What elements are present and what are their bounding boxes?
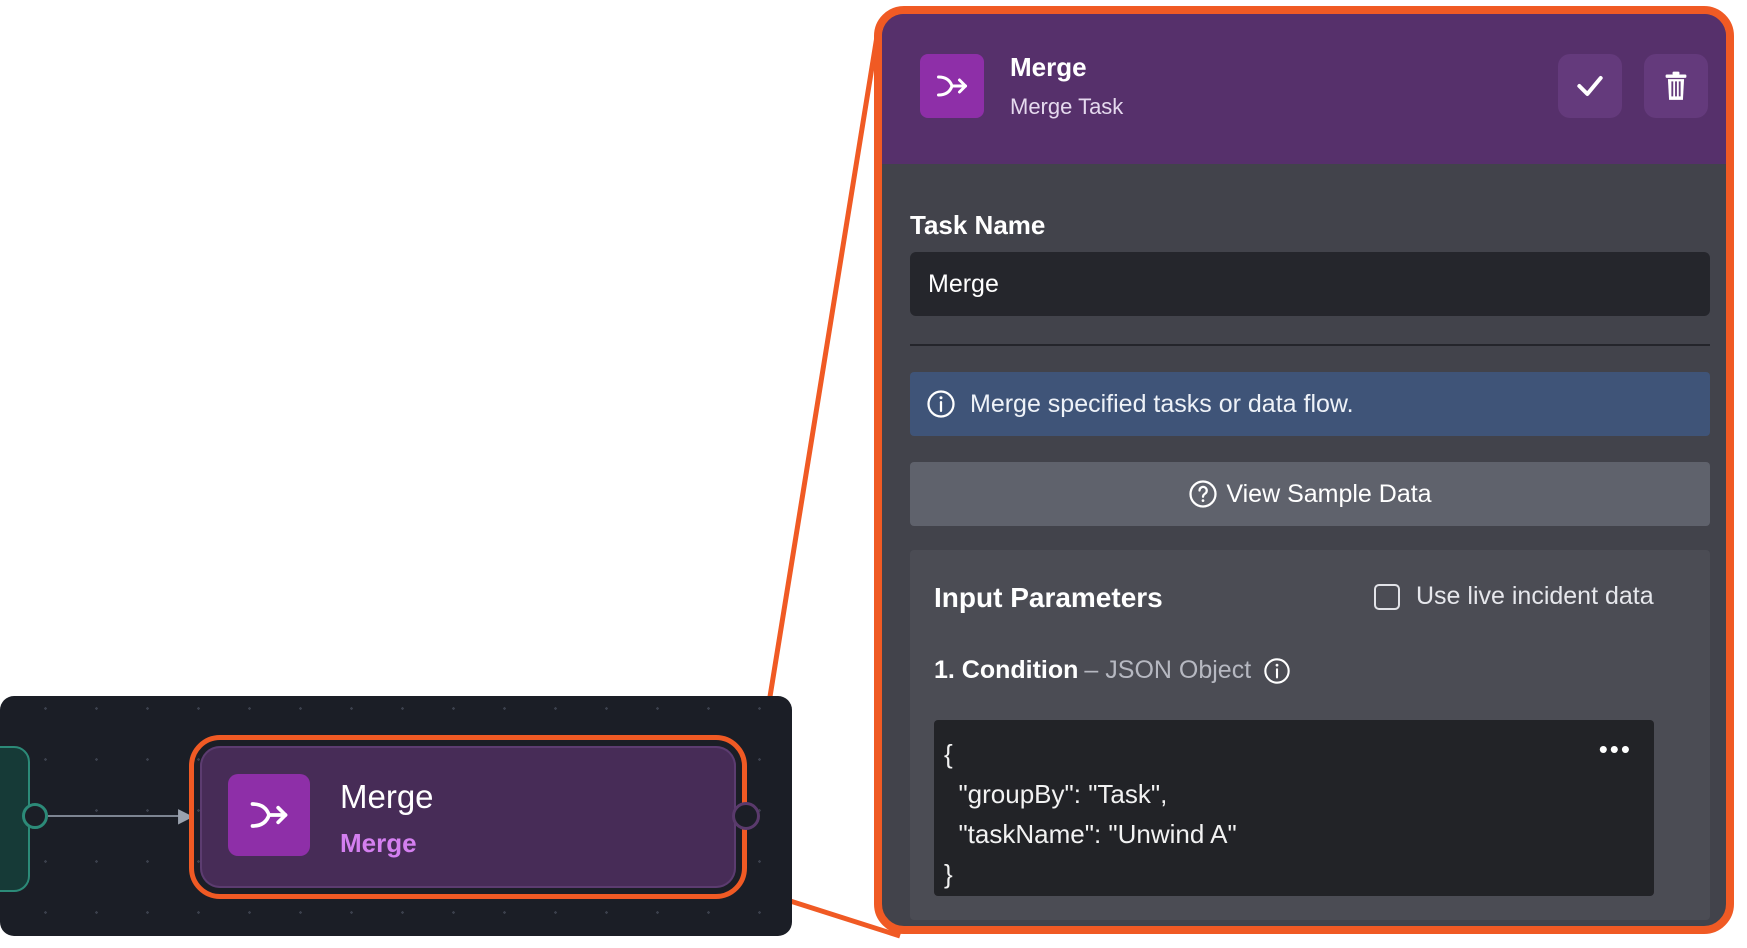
- condition-json-editor[interactable]: { "groupBy": "Task", "taskName": "Unwind…: [934, 720, 1654, 896]
- live-data-label: Use live incident data: [1416, 582, 1654, 610]
- task-config-panel: Merge Merge Task Task Name: [874, 6, 1734, 934]
- edge-arrow-icon: ▶: [178, 805, 194, 827]
- condition-label: 1. Condition: [934, 656, 1079, 684]
- task-name-input[interactable]: [910, 252, 1710, 316]
- merge-node-output-port[interactable]: [732, 802, 760, 830]
- info-icon[interactable]: [1263, 657, 1291, 685]
- live-data-checkbox[interactable]: [1374, 583, 1400, 610]
- divider: [910, 344, 1710, 346]
- view-sample-data-label: View Sample Data: [1226, 479, 1432, 508]
- check-icon: [1577, 76, 1603, 96]
- previous-node-output-port[interactable]: [22, 803, 48, 829]
- help-circle-icon: [1189, 480, 1218, 508]
- merge-icon: [920, 54, 984, 118]
- panel-header: Merge Merge Task: [882, 14, 1726, 164]
- condition-json-value[interactable]: { "groupBy": "Task", "taskName": "Unwind…: [944, 739, 1237, 889]
- info-icon: [926, 389, 956, 419]
- panel-title: Merge: [1010, 52, 1087, 82]
- workflow-canvas[interactable]: ▶ Merge Merge: [0, 696, 792, 936]
- node-subtitle: Merge: [340, 828, 417, 858]
- merge-icon: [228, 774, 310, 856]
- delete-button[interactable]: [1644, 54, 1708, 118]
- merge-node[interactable]: Merge Merge: [189, 735, 747, 899]
- trash-icon: [1665, 71, 1687, 100]
- connection-edge: [48, 815, 184, 817]
- view-sample-data-button[interactable]: View Sample Data: [910, 462, 1710, 526]
- node-title: Merge: [340, 778, 434, 815]
- live-data-toggle[interactable]: Use live incident data: [1374, 582, 1654, 611]
- confirm-button[interactable]: [1558, 54, 1622, 118]
- input-parameters-section: Input Parameters Use live incident data …: [910, 550, 1710, 920]
- task-name-label: Task Name: [910, 210, 1046, 240]
- condition-row: 1. Condition – JSON Object: [934, 656, 1291, 685]
- input-parameters-title: Input Parameters: [934, 582, 1163, 613]
- panel-subtitle: Merge Task: [1010, 94, 1124, 119]
- info-text: Merge specified tasks or data flow.: [970, 389, 1354, 418]
- condition-type: – JSON Object: [1084, 656, 1252, 684]
- more-options-icon[interactable]: •••: [1598, 734, 1632, 764]
- info-banner: Merge specified tasks or data flow.: [910, 372, 1710, 436]
